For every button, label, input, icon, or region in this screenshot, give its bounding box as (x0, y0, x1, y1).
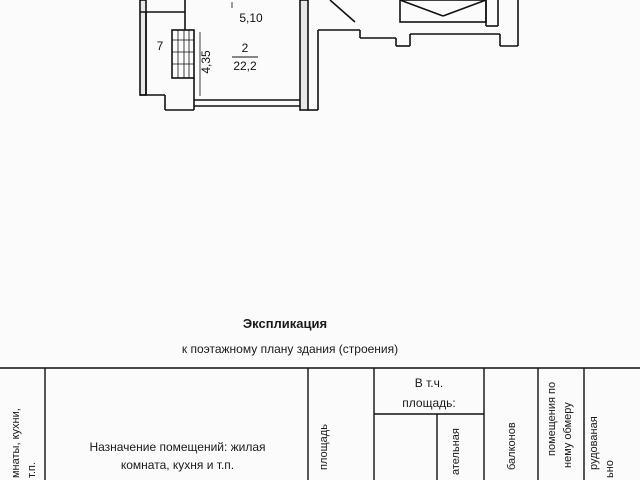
room-7-number: 7 (157, 39, 164, 53)
explication-title: Экспликация (242, 316, 328, 331)
column-header-purpose-line2: комната, кухня и т.п. (120, 458, 235, 472)
column-header-measure-line1: помещения по (546, 381, 558, 456)
column-header-room-type-line2: т.п. (26, 462, 38, 478)
column-header-balconies: балконов (506, 422, 518, 470)
dimension-height: 4,35 (199, 50, 213, 74)
explication-subtitle: к поэтажному плану здания (строения) (181, 342, 399, 356)
column-header-equipped-line1: рудованая (588, 416, 600, 470)
column-header-including-line2: площадь: (402, 396, 456, 410)
column-header-room-type-line1: мнаты, кухни, (10, 408, 22, 478)
room-2-area: 22,2 (233, 59, 257, 73)
explication-table-grid (0, 367, 640, 480)
column-header-area: площадь (318, 424, 330, 470)
column-header-equipped-line2: ьно (604, 460, 616, 478)
room-2-number: 2 (242, 41, 249, 55)
column-header-purpose-line1: Назначение помещений: жилая (89, 440, 266, 454)
column-header-including-sub: ательная (450, 428, 462, 475)
dimension-width: 5,10 (239, 11, 263, 25)
column-header-including-line1: В т.ч. (414, 376, 444, 390)
column-header-measure-line2: нему обмеру (562, 402, 574, 468)
